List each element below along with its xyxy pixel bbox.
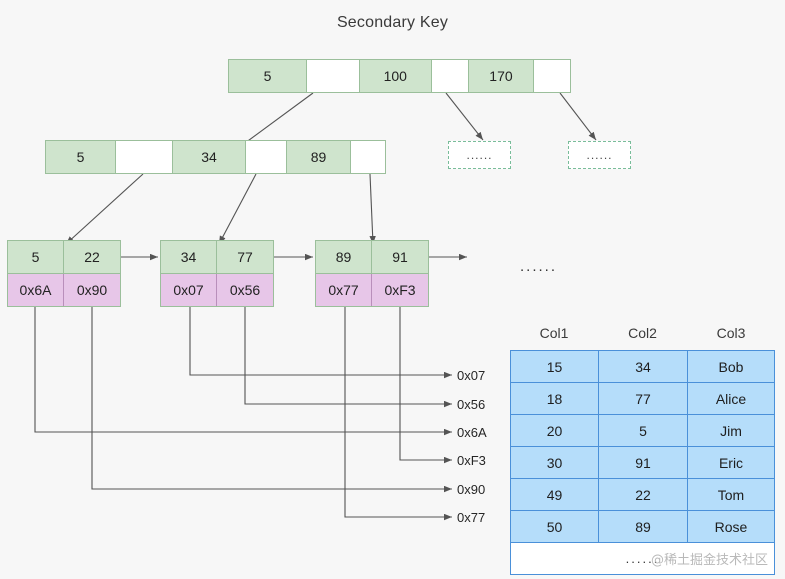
edge-root-to-placeholder-2 — [559, 92, 597, 141]
root-pointer-cell-0[interactable] — [306, 60, 360, 92]
cell-r3-c1: 91 — [599, 447, 688, 478]
leaf-2-key-row: 34 77 — [161, 241, 273, 273]
internal-pointer-cell-2[interactable] — [351, 141, 385, 173]
root-key-cell-1[interactable]: 100 — [359, 60, 432, 92]
edge-root-to-placeholder-1 — [445, 92, 484, 141]
placeholder-node-2[interactable]: ...... — [568, 141, 631, 169]
btree-root-node[interactable]: 5 100 170 — [228, 59, 571, 93]
cell-r1-c1: 77 — [599, 383, 688, 414]
cell-r4-c2: Tom — [717, 486, 745, 503]
leaf-3-address-row: 0x77 0xF3 — [316, 273, 428, 306]
address-label-0x6A: 0x6A — [457, 425, 487, 440]
cell-r5-c2: Rose — [714, 518, 748, 535]
leaf-chain-ellipsis: ...... — [520, 258, 558, 275]
edge-addr-0x07 — [189, 304, 452, 379]
cell-r2-c2: Jim — [720, 422, 742, 439]
btree-leaf-node-3[interactable]: 89 91 0x77 0xF3 — [315, 240, 429, 307]
table-row[interactable]: 15 34 Bob — [511, 351, 774, 383]
table-row[interactable]: 50 89 Rose — [511, 511, 774, 543]
cell-r2-c0: 20 — [511, 415, 599, 446]
leaf-3-address-1[interactable]: 0xF3 — [384, 282, 416, 298]
address-label-0x90: 0x90 — [457, 482, 486, 497]
cell-r1-c0: 18 — [511, 383, 599, 414]
placeholder-node-1[interactable]: ...... — [448, 141, 511, 169]
cell-r5-c0: 50 — [511, 511, 599, 542]
table-row[interactable]: 20 5 Jim — [511, 415, 774, 447]
internal-key-cell-2[interactable]: 89 — [287, 141, 351, 173]
leaf-2-address-1[interactable]: 0x56 — [229, 282, 261, 298]
internal-pointer-cell-1[interactable] — [246, 141, 287, 173]
edge-addr-0x6A — [34, 304, 452, 436]
internal-key-cell-1[interactable]: 34 — [173, 141, 246, 173]
table-row[interactable]: 18 77 Alice — [511, 383, 774, 415]
leaf-2-key-1[interactable]: 77 — [237, 249, 253, 265]
leaf-3-key-1[interactable]: 91 — [392, 249, 408, 265]
edge-internal-to-leaf-2 — [218, 173, 257, 245]
edge-internal-to-leaf-1 — [65, 173, 144, 245]
edge-addr-0xF3 — [399, 304, 452, 464]
cell-r5-c1: 89 — [599, 511, 688, 542]
root-pointer-cell-1[interactable] — [431, 60, 469, 92]
edge-addr-0x90 — [91, 304, 452, 493]
root-key-cell-0[interactable]: 5 — [229, 60, 307, 92]
watermark: @稀土掘金技术社区 — [650, 553, 768, 568]
edge-addr-0x77 — [344, 304, 452, 521]
table-header-col3: Col3 — [716, 325, 746, 341]
internal-key-cell-0[interactable]: 5 — [46, 141, 116, 173]
table-header-col1: Col1 — [539, 325, 569, 341]
leaf-2-key-0[interactable]: 34 — [161, 241, 217, 273]
table-header-row: Col1 Col2 Col3 — [510, 325, 775, 341]
address-label-0x56: 0x56 — [457, 397, 486, 412]
cell-r0-c2: Bob — [718, 358, 744, 375]
page-title: Secondary Key — [336, 14, 449, 31]
edge-addr-0x56 — [244, 304, 452, 408]
table-footer-row: ...... @稀土掘金技术社区 — [511, 543, 774, 574]
table-row[interactable]: 49 22 Tom — [511, 479, 774, 511]
root-key-cell-2[interactable]: 170 — [468, 60, 535, 92]
data-table: 15 34 Bob 18 77 Alice 20 5 Jim 30 91 Eri… — [510, 350, 775, 575]
leaf-1-address-0[interactable]: 0x6A — [8, 274, 64, 306]
table-footer-ellipsis: ...... — [625, 551, 660, 566]
leaf-1-address-1[interactable]: 0x90 — [76, 282, 108, 298]
leaf-1-key-row: 5 22 — [8, 241, 120, 273]
edge-internal-to-leaf-3 — [369, 173, 376, 245]
leaf-1-key-0[interactable]: 5 — [8, 241, 64, 273]
btree-leaf-node-2[interactable]: 34 77 0x07 0x56 — [160, 240, 274, 307]
internal-pointer-cell-0[interactable] — [116, 141, 173, 173]
leaf-1-address-row: 0x6A 0x90 — [8, 273, 120, 306]
cell-r0-c0: 15 — [511, 351, 599, 382]
root-pointer-cell-2[interactable] — [534, 60, 571, 92]
leaf-3-key-0[interactable]: 89 — [316, 241, 372, 273]
leaf-2-address-row: 0x07 0x56 — [161, 273, 273, 306]
leaf-3-key-row: 89 91 — [316, 241, 428, 273]
leaf-3-address-0[interactable]: 0x77 — [316, 274, 372, 306]
address-label-0x77: 0x77 — [457, 510, 486, 525]
cell-r3-c0: 30 — [511, 447, 599, 478]
table-header-col2: Col2 — [628, 325, 657, 341]
btree-leaf-node-1[interactable]: 5 22 0x6A 0x90 — [7, 240, 121, 307]
cell-r3-c2: Eric — [718, 454, 744, 471]
cell-r1-c2: Alice — [715, 390, 747, 407]
table-row[interactable]: 30 91 Eric — [511, 447, 774, 479]
cell-r2-c1: 5 — [599, 415, 688, 446]
cell-r4-c1: 22 — [599, 479, 688, 510]
leaf-2-address-0[interactable]: 0x07 — [161, 274, 217, 306]
btree-internal-node[interactable]: 5 34 89 — [45, 140, 386, 174]
cell-r4-c0: 49 — [511, 479, 599, 510]
cell-r0-c1: 34 — [599, 351, 688, 382]
address-label-0xF3: 0xF3 — [457, 453, 486, 468]
leaf-1-key-1[interactable]: 22 — [84, 249, 100, 265]
address-label-0x07: 0x07 — [457, 368, 486, 383]
